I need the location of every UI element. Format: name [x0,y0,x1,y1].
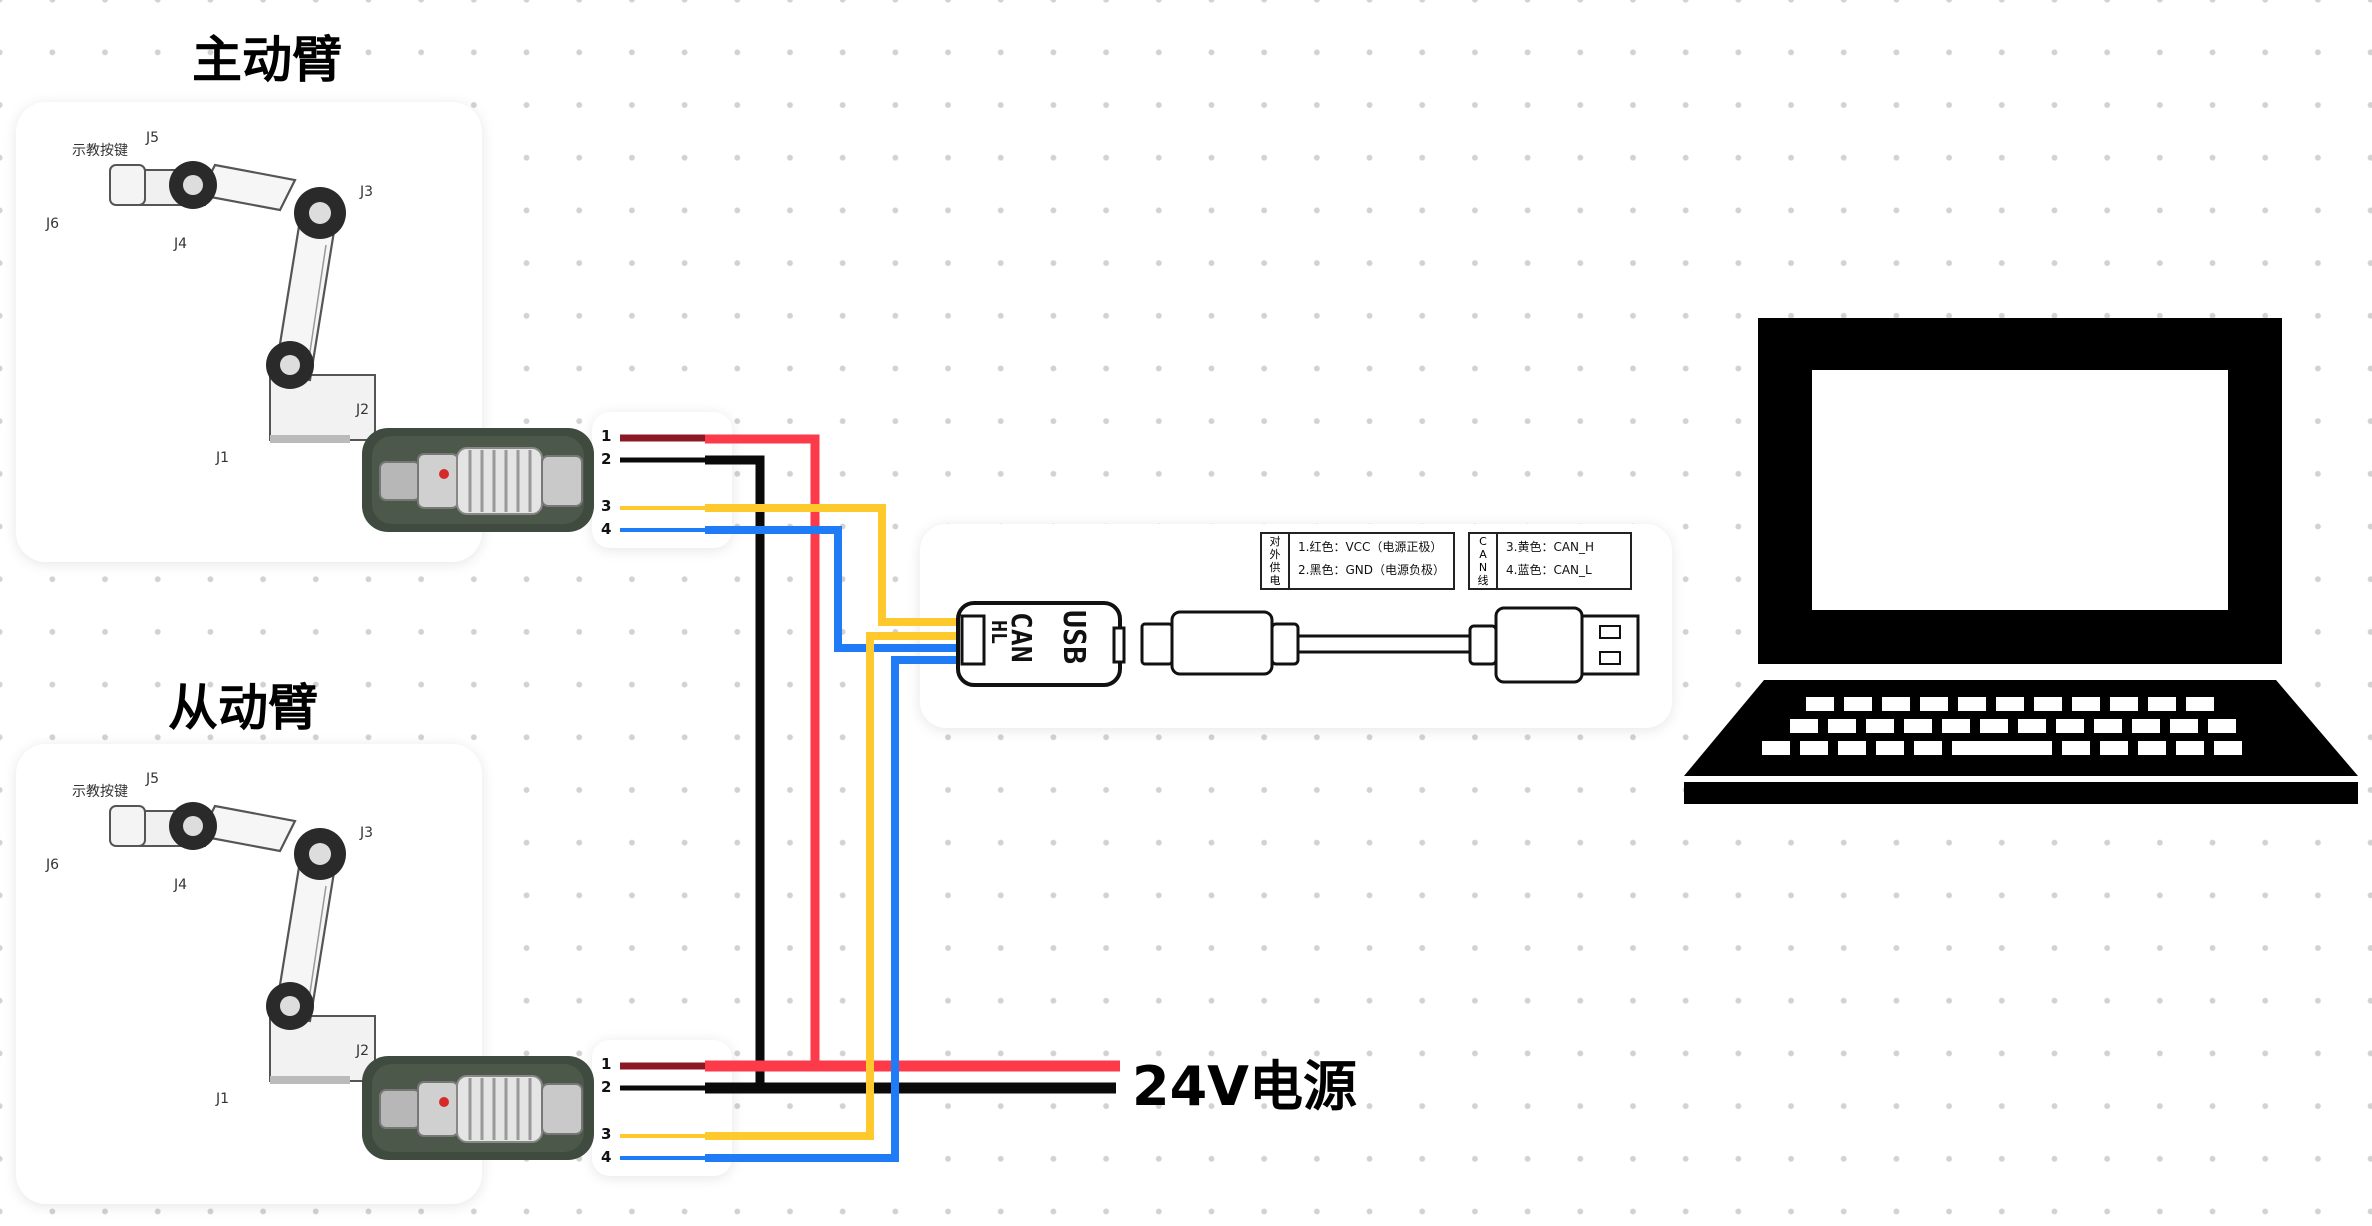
laptop-key [2094,719,2122,733]
laptop-key [2100,741,2128,755]
power-legend-line-gnd: 2.黑色：GND（电源负极） [1298,559,1445,582]
yellow-wire-master [705,508,962,622]
laptop-key [1806,697,1834,711]
power-legend-body: 1.红色：VCC（电源正极） 2.黑色：GND（电源负极） [1290,534,1453,588]
laptop-key [2138,741,2166,755]
master-pin-3: 3 [601,497,611,515]
laptop-key [2132,719,2160,733]
laptop-key [2186,697,2214,711]
laptop-key [1762,741,1790,755]
laptop-key [2214,741,2242,755]
master-pin-2: 2 [601,450,611,468]
usb-a-plug-tip [1582,616,1638,674]
laptop-key [1980,719,2008,733]
can-legend-body: 3.黄色：CAN_H 4.蓝色：CAN_L [1498,534,1630,588]
laptop-key [1876,741,1904,755]
laptop-key [1904,719,1932,733]
laptop-key [1838,741,1866,755]
laptop-key [2208,719,2236,733]
usb-a-slot-2 [1600,652,1620,664]
blue-wire-master [705,530,962,648]
laptop-key [1828,719,1856,733]
laptop-key [1996,697,2024,711]
can-legend-line-h: 3.黄色：CAN_H [1506,536,1594,559]
can-legend: C A N 线 3.黄色：CAN_H 4.蓝色：CAN_L [1468,532,1632,590]
laptop-key [2148,697,2176,711]
slave-pin-2: 2 [601,1078,611,1096]
laptop-key [1920,697,1948,711]
laptop-key [1844,697,1872,711]
laptop-key [2072,697,2100,711]
can-legend-line-l: 4.蓝色：CAN_L [1506,559,1594,582]
power-supply-label: 24V电源 [1132,1042,1357,1121]
usb-a-plug-body [1496,608,1582,682]
laptop-key [1866,719,1894,733]
adapter-can-text: CAN [1005,612,1038,663]
laptop-key [2110,697,2138,711]
slave-pin-1: 1 [601,1055,611,1073]
laptop-key [1952,741,2052,755]
laptop-key [1882,697,1910,711]
micro-usb-plug-tip [1142,624,1172,664]
adapter-port [1114,628,1124,662]
laptop-key [1800,741,1828,755]
laptop-key [2062,741,2090,755]
black-wire-master [705,460,760,1088]
adapter-terminal [962,616,984,664]
micro-usb-plug-body [1172,612,1272,674]
master-pin-1: 1 [601,427,611,445]
slave-pin-4: 4 [601,1148,611,1166]
adapter-usb-text: USB [1056,610,1091,664]
usb-cable [1298,636,1470,652]
laptop-key [2034,697,2062,711]
can-legend-head: C A N 线 [1470,534,1498,588]
laptop-key [2170,719,2198,733]
master-pin-4: 4 [601,520,611,538]
laptop-key [2056,719,2084,733]
laptop-key [1914,741,1942,755]
laptop-key [1942,719,1970,733]
slave-pin-3: 3 [601,1125,611,1143]
usb-a-slot-1 [1600,626,1620,638]
laptop-key [1790,719,1818,733]
laptop-key [2176,741,2204,755]
power-legend: 对 外 供 电 1.红色：VCC（电源正极） 2.黑色：GND（电源负极） [1260,532,1455,590]
power-legend-line-vcc: 1.红色：VCC（电源正极） [1298,536,1445,559]
usb-cable-collar-left [1272,624,1298,664]
laptop-key [1958,697,1986,711]
laptop-base [1684,782,2358,804]
power-legend-head: 对 外 供 电 [1262,534,1290,588]
laptop-key [2018,719,2046,733]
usb-cable-collar-right [1470,626,1496,664]
laptop-screen [1812,370,2228,610]
